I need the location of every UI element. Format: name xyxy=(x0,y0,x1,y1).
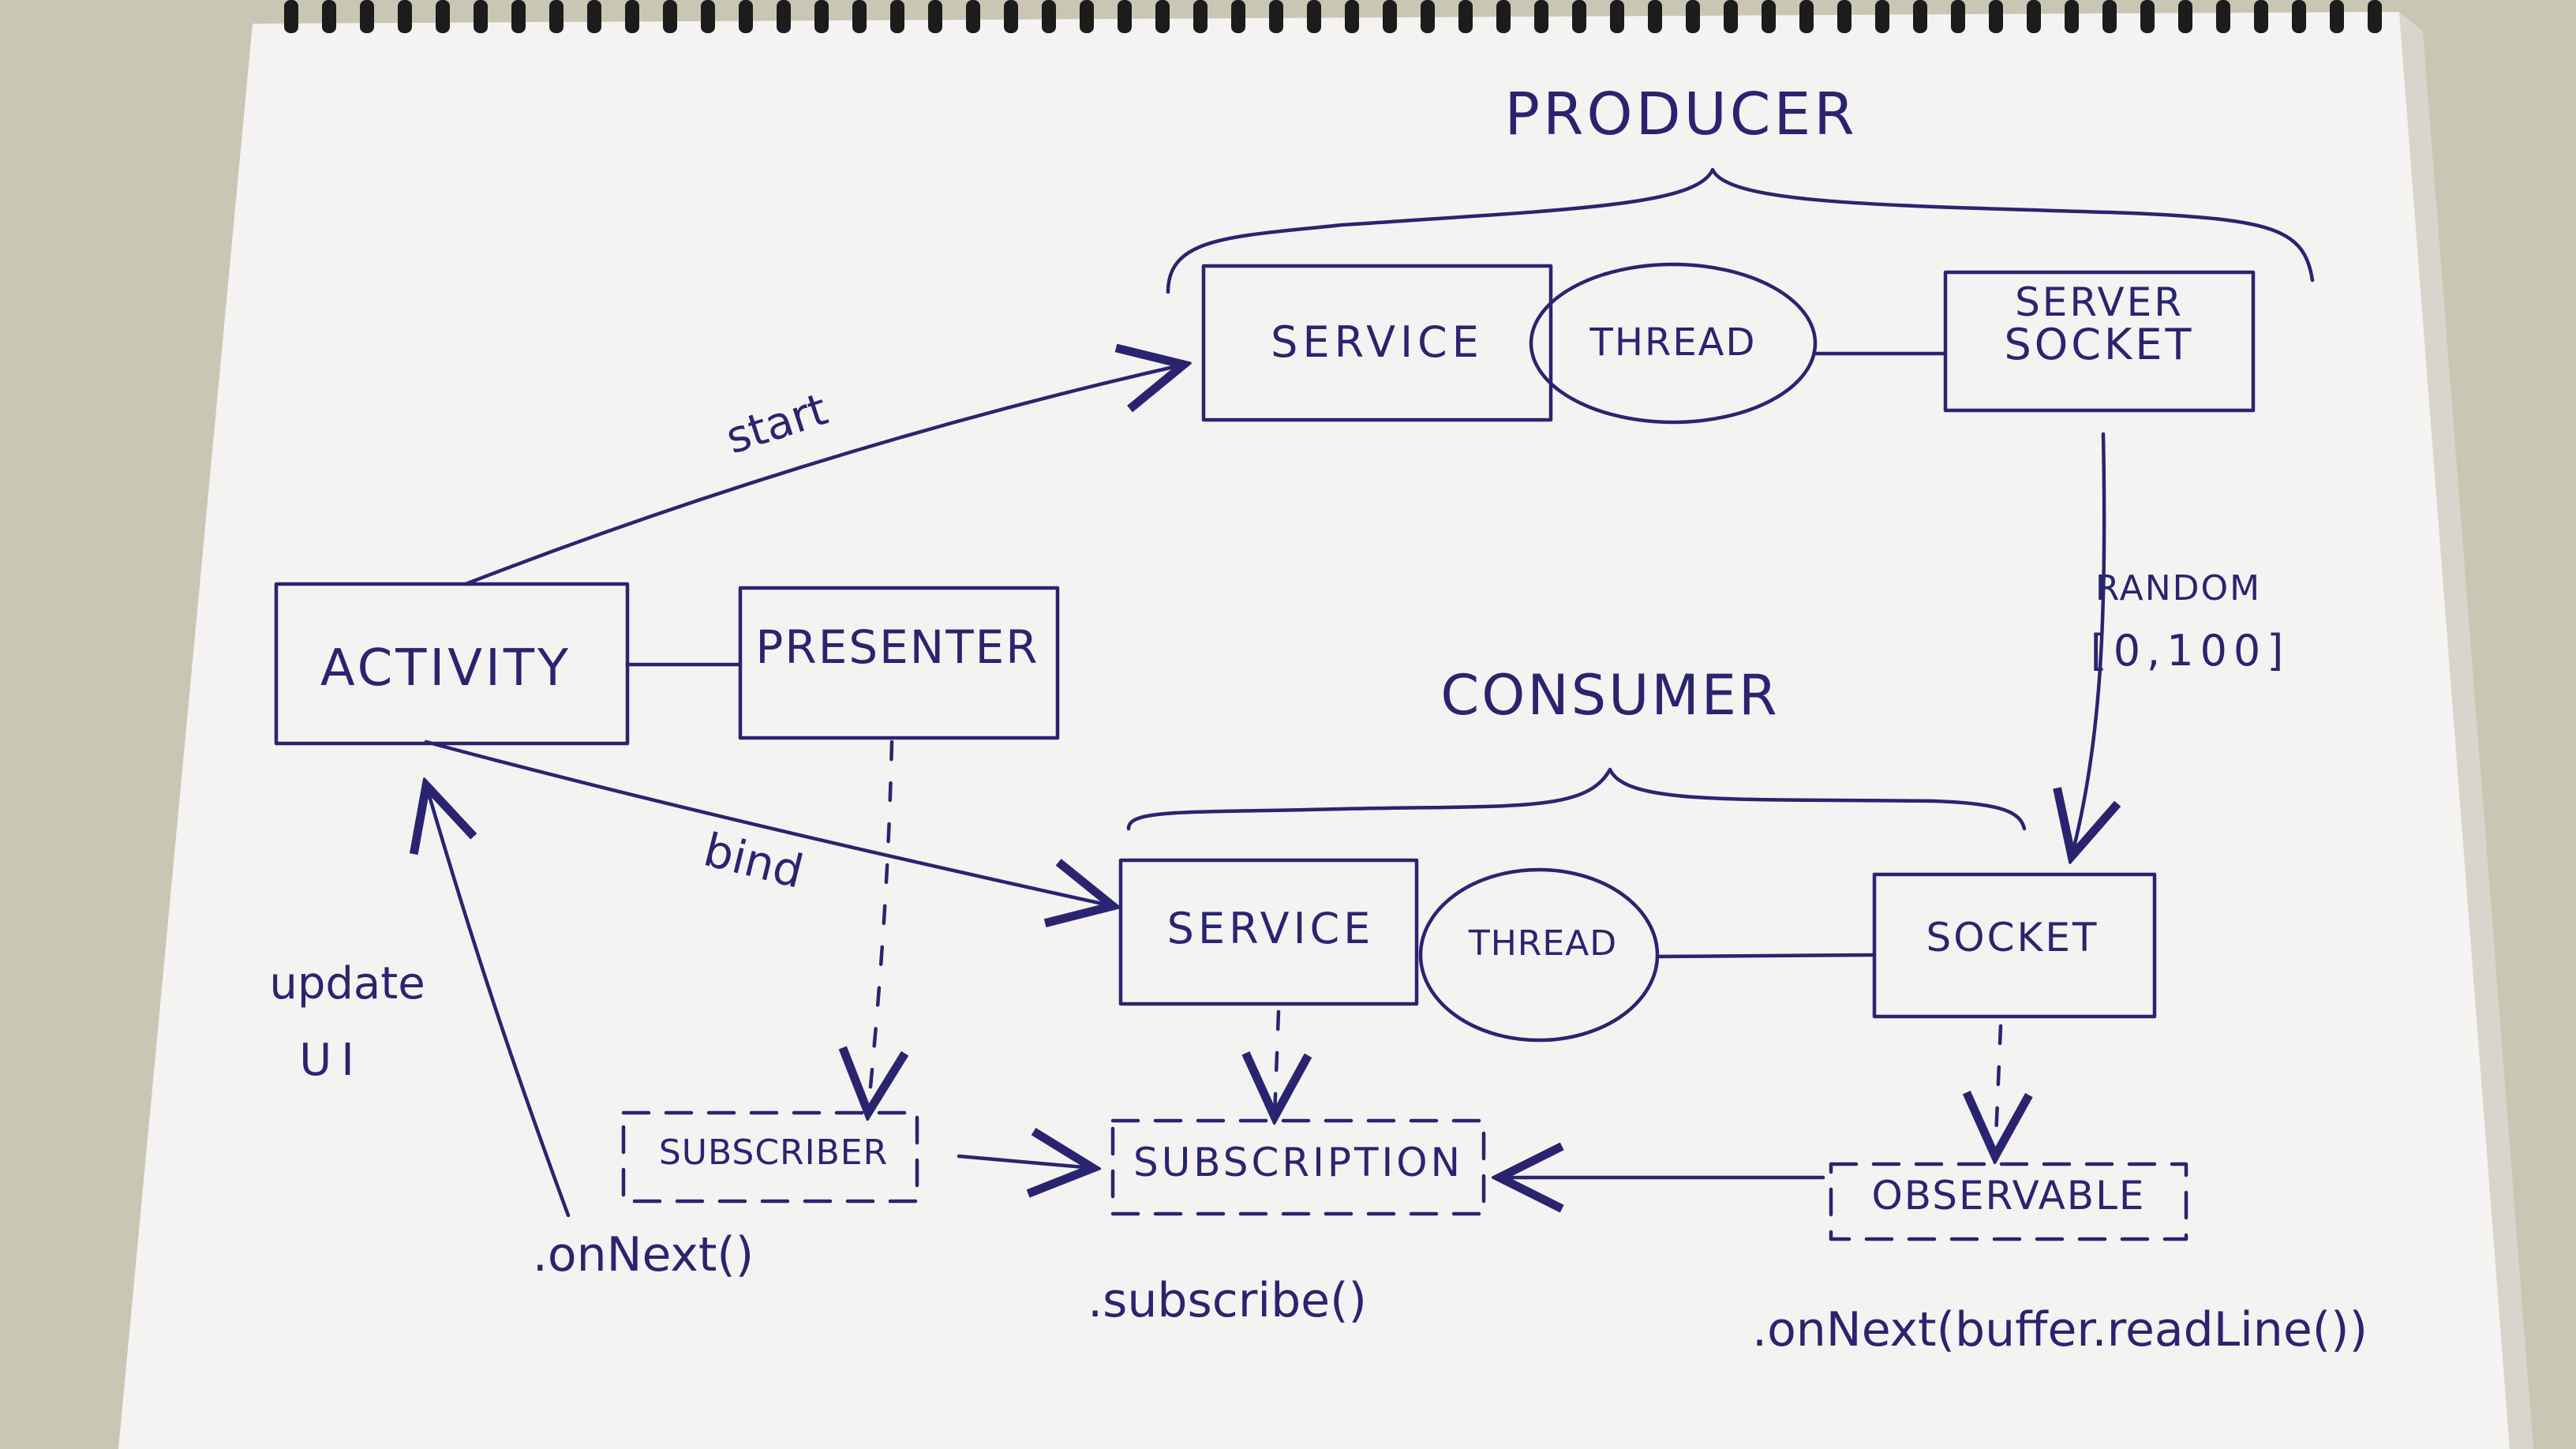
spiral-ring xyxy=(1042,0,1056,33)
spiral-ring xyxy=(2140,0,2155,33)
update-ui-arrow xyxy=(426,785,571,1218)
server-socket-label-line2: SOCKET xyxy=(2004,320,2194,369)
spiral-ring xyxy=(1648,0,1662,33)
consumer-thread-link xyxy=(1655,953,1877,959)
activity-label: ACTIVITY xyxy=(320,639,571,698)
spiral-ring xyxy=(2330,0,2344,33)
spiral-binding xyxy=(284,0,2382,33)
subscription-box xyxy=(1110,1118,1486,1216)
spiral-ring xyxy=(2102,0,2117,33)
random-arrow xyxy=(2072,432,2104,856)
spiral-ring xyxy=(1875,0,1889,33)
on-next-buffer-annotation: .onNext(buffer.readLine()) xyxy=(1752,1302,2368,1357)
spiral-ring xyxy=(1155,0,1170,33)
spiral-ring xyxy=(701,0,715,33)
observable-box xyxy=(1829,1162,2188,1241)
subscriber-box xyxy=(621,1110,919,1204)
spiral-ring xyxy=(1269,0,1283,33)
spiral-ring xyxy=(814,0,829,33)
spiral-ring xyxy=(1004,0,1018,33)
spiral-ring xyxy=(549,0,564,33)
page-shadow xyxy=(2399,12,2533,1449)
observable-label: OBSERVABLE xyxy=(1871,1173,2145,1219)
random-label-line2: [0,100] xyxy=(2091,626,2290,676)
spiral-ring xyxy=(1118,0,1132,33)
service-to-subscription-dashed xyxy=(1275,1009,1279,1117)
spiral-ring xyxy=(1383,0,1397,33)
spiral-ring xyxy=(1458,0,1473,33)
consumer-service-box xyxy=(1118,858,1419,1006)
spiral-ring xyxy=(360,0,374,33)
spiral-ring xyxy=(663,0,677,33)
spiral-ring xyxy=(1724,0,1738,33)
spiral-ring xyxy=(1762,0,1776,33)
spiral-ring xyxy=(1080,0,1094,33)
spiral-ring xyxy=(2216,0,2230,33)
spiral-ring xyxy=(1193,0,1208,33)
spiral-ring xyxy=(436,0,450,33)
spiral-ring xyxy=(1534,0,1548,33)
consumer-socket-box xyxy=(1872,872,2157,1019)
spiral-ring xyxy=(852,0,867,33)
server-socket-label-line1: SERVER xyxy=(2015,279,2184,325)
spiral-ring xyxy=(398,0,412,33)
spiral-ring xyxy=(1686,0,1700,33)
spiral-ring xyxy=(511,0,526,33)
subscription-label: SUBSCRIPTION xyxy=(1133,1140,1463,1185)
producer-service-box xyxy=(1201,264,1553,422)
consumer-socket-label: SOCKET xyxy=(1926,915,2099,960)
spiral-ring xyxy=(1837,0,1852,33)
spiral-ring xyxy=(1345,0,1359,33)
spiral-ring xyxy=(1231,0,1245,33)
spiral-ring xyxy=(1572,0,1586,33)
spiral-ring xyxy=(1799,0,1814,33)
producer-brace xyxy=(1166,167,2315,294)
spiral-ring xyxy=(1913,0,1927,33)
consumer-brace xyxy=(1126,767,2027,831)
on-next-annotation: .onNext() xyxy=(533,1227,754,1282)
presenter-to-subscriber-dashed xyxy=(868,739,892,1113)
spiral-ring xyxy=(587,0,601,33)
update-label-line2: UI xyxy=(299,1035,364,1086)
spiral-ring xyxy=(625,0,639,33)
subscriber-label: SUBSCRIBER xyxy=(659,1133,888,1173)
consumer-title: CONSUMER xyxy=(1440,663,1779,728)
consumer-thread-label: THREAD xyxy=(1468,923,1617,964)
consumer-service-label: SERVICE xyxy=(1167,904,1375,953)
spiral-ring xyxy=(1307,0,1321,33)
producer-title: PRODUCER xyxy=(1504,80,1857,148)
spiral-ring xyxy=(739,0,753,33)
spiral-ring xyxy=(1610,0,1624,33)
spiral-ring xyxy=(322,0,336,33)
random-label-line1: RANDOM xyxy=(2095,568,2261,608)
producer-thread-ellipse xyxy=(1529,262,1818,425)
start-arrow xyxy=(463,365,1184,586)
spiral-ring xyxy=(928,0,942,33)
spiral-ring xyxy=(890,0,904,33)
spiral-ring xyxy=(1951,0,1965,33)
producer-service-label: SERVICE xyxy=(1271,317,1484,367)
subscribe-annotation: .subscribe() xyxy=(1088,1273,1367,1328)
spiral-ring xyxy=(2065,0,2079,33)
presenter-label: PRESENTER xyxy=(755,620,1039,674)
spiral-ring xyxy=(1421,0,1435,33)
spiral-ring xyxy=(2254,0,2268,33)
spiral-ring xyxy=(474,0,488,33)
subscriber-to-subscription-arrow xyxy=(957,1156,1093,1168)
spiral-ring xyxy=(2368,0,2382,33)
spiral-ring xyxy=(1496,0,1511,33)
spiral-ring xyxy=(2292,0,2306,33)
bind-arrow xyxy=(424,739,1113,906)
spiral-ring xyxy=(284,0,298,33)
notebook-page xyxy=(118,12,2510,1449)
spiral-ring xyxy=(2178,0,2192,33)
update-label-line1: update xyxy=(269,958,425,1009)
producer-thread-label: THREAD xyxy=(1589,320,1757,365)
spiral-ring xyxy=(966,0,980,33)
server-socket-box xyxy=(1943,270,2256,413)
spiral-ring xyxy=(1989,0,2003,33)
spiral-ring xyxy=(777,0,791,33)
spiral-ring xyxy=(2027,0,2041,33)
